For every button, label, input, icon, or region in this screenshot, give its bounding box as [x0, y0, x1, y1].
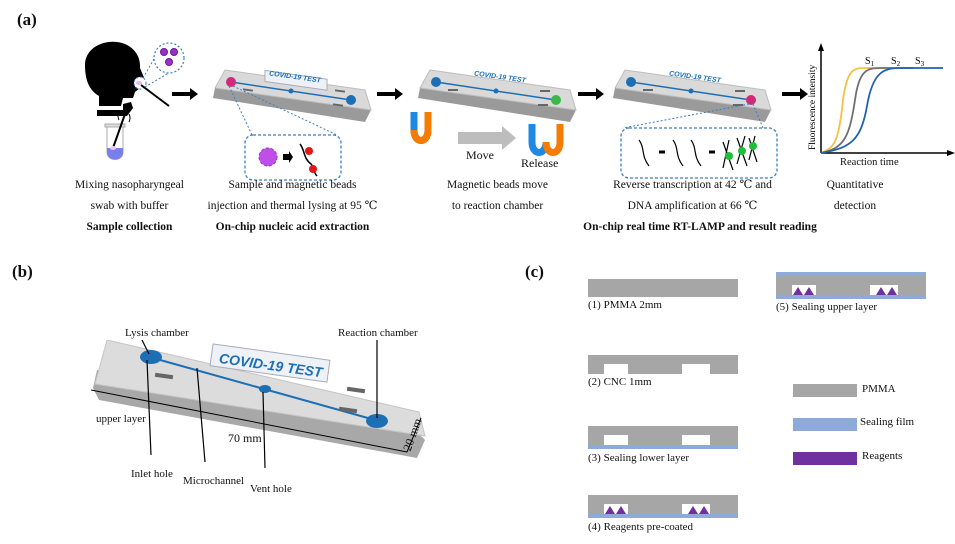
rna-amplification-icon	[638, 135, 758, 171]
move-label: Move	[466, 148, 494, 162]
legend-swatch-sealing-film	[793, 418, 857, 431]
step5-desc-line2: detection	[833, 200, 877, 212]
release-label: Release	[521, 156, 559, 170]
step3-desc-line2: to reaction chamber	[451, 200, 544, 212]
step3-chip-illustration: COVID-19 TEST	[410, 69, 577, 156]
microfluidic-chip: COVID-19 TEST	[418, 69, 577, 122]
fab-step1-diagram	[588, 279, 738, 297]
fab-step4-label: (4) Reagents pre-coated	[588, 521, 694, 533]
width-dimension-line	[406, 417, 422, 453]
sealing-film-lower	[588, 445, 738, 449]
inlet-hole-label: Inlet hole	[131, 468, 173, 480]
lysis-chamber-label: Lysis chamber	[125, 327, 189, 339]
step4-title: On-chip real time RT-LAMP and result rea…	[583, 221, 817, 233]
length-label: 70 mm	[228, 431, 262, 445]
head-silhouette-icon	[85, 41, 145, 116]
legend-label-sealing-film: Sealing film	[860, 416, 915, 428]
upper-layer-label: upper layer	[96, 413, 146, 425]
step1-desc-line2: swab with buffer	[90, 200, 169, 212]
microfluidic-chip: COVID-19 TEST	[213, 69, 372, 122]
move-arrow-icon	[458, 126, 516, 150]
panel-a-label: (a)	[17, 10, 37, 29]
vent-hole	[259, 385, 271, 393]
step4-desc-line2: DNA amplification at 66 ℃	[627, 200, 758, 212]
panel-b-label: (b)	[12, 262, 33, 281]
fab-step5-diagram	[776, 272, 926, 299]
step2-desc-line1: Sample and magnetic beads	[228, 179, 357, 191]
pmma-layer	[588, 279, 738, 297]
curve-s3	[820, 67, 943, 154]
curve-s2	[820, 67, 913, 154]
arrow-right-icon	[377, 88, 403, 100]
step1-caption: Mixing nasopharyngeal swab with buffer S…	[42, 175, 217, 238]
swab-icon	[133, 76, 170, 107]
legend-swatch-pmma	[793, 384, 857, 397]
step1-title: Sample collection	[86, 221, 173, 233]
y-axis-label: Fluorescence intensity	[808, 65, 818, 150]
lysis-chamber	[140, 350, 162, 364]
x-axis-label: Reaction time	[840, 157, 899, 168]
series-label-s3: S3	[915, 56, 925, 68]
step3-caption: Magnetic beads move to reaction chamber	[410, 175, 585, 217]
microfluidic-chip: COVID-19 TEST	[93, 340, 426, 458]
step4-chip-illustration: COVID-19 TEST	[613, 69, 778, 179]
fab-step1-label: (1) PMMA 2mm	[588, 299, 662, 311]
step2-chip-illustration: COVID-19 TEST	[213, 69, 372, 181]
lysis-inset-box	[244, 134, 342, 181]
pmma-layer-milled	[588, 355, 738, 374]
arrow-right-icon	[782, 88, 808, 100]
reagent-triangles	[605, 506, 709, 514]
length-dimension-line	[90, 389, 408, 453]
sample-collection-illustration	[85, 41, 185, 160]
step2-caption: Sample and magnetic beads injection and …	[205, 175, 380, 238]
series-label-s1: S1	[865, 56, 875, 68]
microchannel-label: Microchannel	[183, 475, 245, 487]
fab-step3-label: (3) Sealing lower layer	[588, 452, 690, 464]
step3-desc-line1: Magnetic beads move	[447, 179, 548, 191]
reaction-chamber-label: Reaction chamber	[338, 327, 418, 339]
legend-label-reagents: Reagents	[862, 450, 903, 462]
curve-s1	[820, 67, 885, 154]
step5-caption: Quantitative detection	[800, 175, 910, 217]
step2-title: On-chip nucleic acid extraction	[215, 221, 370, 233]
legend-label-pmma: PMMA	[862, 383, 896, 395]
step5-desc-line1: Quantitative	[826, 179, 884, 191]
step2-desc-line2: injection and thermal lysing at 95 ℃	[207, 200, 378, 212]
virus-lysis-icon	[258, 143, 318, 177]
legend-swatch-reagents	[793, 452, 857, 465]
series-label-s2: S2	[891, 56, 901, 68]
magnet-icon	[410, 112, 432, 144]
sealing-film-upper	[776, 272, 926, 276]
magnet-icon	[528, 124, 564, 156]
panel-c-label: (c)	[525, 262, 544, 281]
fab-step2-diagram	[588, 355, 738, 374]
tube-icon	[104, 111, 131, 160]
fab-step2-label: (2) CNC 1mm	[588, 376, 652, 388]
reagent-triangles	[793, 287, 897, 295]
step4-desc-line1: Reverse transcription at 42 ℃ and	[613, 179, 772, 191]
arrow-right-icon	[578, 88, 604, 100]
fab-step5-label: (5) Sealing upper layer	[776, 301, 878, 313]
chip-3d-diagram: COVID-19 TEST	[90, 340, 426, 469]
fluorescence-graph: S1 S2 S3 Fluorescence intensity	[808, 43, 955, 156]
microfluidic-chip: COVID-19 TEST	[613, 69, 772, 122]
arrow-right-icon	[172, 88, 198, 100]
step1-desc-line1: Mixing nasopharyngeal	[75, 179, 184, 191]
vent-hole-label: Vent hole	[250, 483, 292, 495]
step4-caption: Reverse transcription at 42 ℃ and DNA am…	[600, 175, 785, 217]
virus-magnify-icon	[142, 42, 185, 88]
reaction-chamber	[366, 414, 388, 428]
fab-step4-diagram	[588, 495, 738, 518]
fab-step3-diagram	[588, 426, 738, 449]
